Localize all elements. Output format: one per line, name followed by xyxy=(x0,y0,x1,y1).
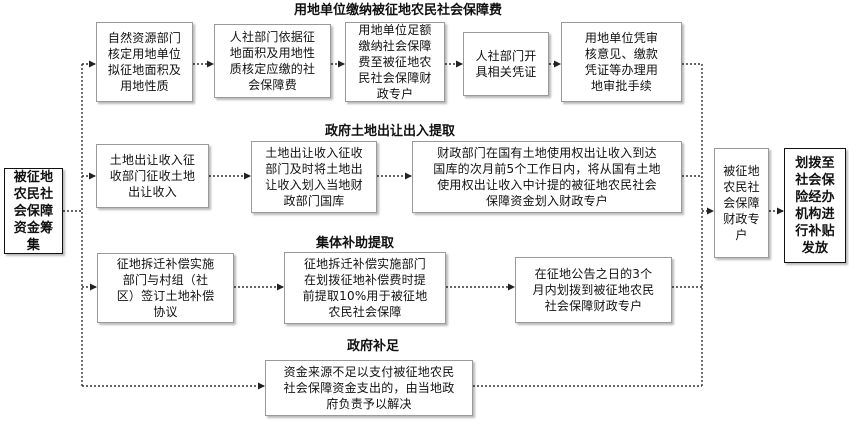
step-land-user-3: 用地单位足额 缴纳社会保障 费至被征地农 民社会保障财 政专户 xyxy=(345,22,445,102)
step-land-transfer-1: 土地出让收入征 收部门征收土地 出让收入 xyxy=(96,144,209,208)
account-box: 被征地 农民社 会保障 财政专 户 xyxy=(714,148,769,258)
step-government-1: 资金来源不足以支付被征地农民 社会保障资金支出的，由当地政 府负责予以解决 xyxy=(265,360,473,416)
step-land-user-1: 自然资源部门 核定用地单位 拟征地面积及 用地性质 xyxy=(96,22,193,102)
step-collective-1: 征地拆迁补偿实施 部门与村组（社 区）签订土地补偿 协议 xyxy=(97,253,234,323)
source-box: 被征地 农民社 会保障 资金筹 集 xyxy=(4,168,63,254)
step-collective-3: 在征地公告之日的3个 月内划拨到被征地农民 社会保障财政专户 xyxy=(515,257,672,323)
step-land-transfer-3: 财政部门在国有土地使用权出让收入到达 国库的次月前5个工作日内，将从国有土地 使… xyxy=(412,141,682,213)
step-land-user-5: 用地单位凭审 核意见、缴款 凭证等办理用 地审批手续 xyxy=(561,22,682,102)
section-title-land-transfer: 政府土地出让出入提取 xyxy=(324,124,456,139)
step-land-user-4: 人社部门开 具相关凭证 xyxy=(463,32,549,96)
section-title-collective: 集体补助提取 xyxy=(315,236,395,251)
step-land-user-2: 人社部门依据征 地面积及用地性 质核定应缴的社 会保障费 xyxy=(214,24,331,98)
final-box: 划拨至 社会保 险经办 机构进 行补贴 发放 xyxy=(784,148,846,263)
section-title-government: 政府补足 xyxy=(346,339,400,354)
section-title-land-user: 用地单位缴纳被征地农民社会保障费 xyxy=(293,3,503,18)
step-land-transfer-2: 土地出让收入征收 部门及时将土地出 让收入划入当地财 政部门国库 xyxy=(251,141,377,213)
step-collective-2: 征地拆迁补偿实施部门 在划拨征地补偿费时提 前提取10%用于被征地 农民社会保障 xyxy=(284,252,446,324)
